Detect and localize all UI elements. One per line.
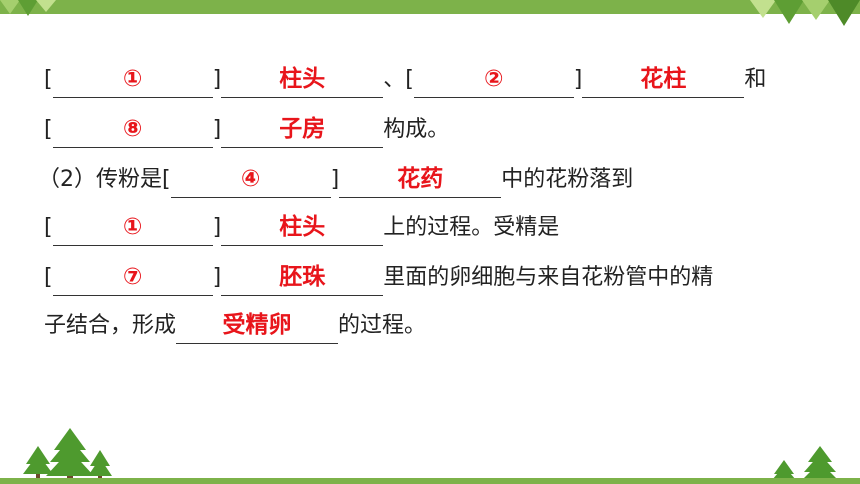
blank-answer-7[interactable]: 受精卵 [176, 312, 339, 344]
bracket-open: [ [405, 67, 414, 92]
line-5: [ ⑦] 胚珠 里面的卵细胞与来自花粉管中的精 [44, 260, 713, 296]
bracket-open: [ [44, 215, 53, 240]
triangle-pattern-right [750, 0, 860, 26]
answer-number-3: ⑧ [122, 116, 143, 142]
bracket-close: ] [212, 117, 222, 142]
top-banner [0, 0, 860, 14]
bracket-close: ] [212, 67, 222, 92]
bracket-open: [ [162, 167, 171, 192]
line-6: 子结合，形成 受精卵 的过程。 [44, 308, 426, 344]
blank-answer-3[interactable]: 子房 [221, 116, 384, 148]
answer-text-3: 子房 [279, 116, 326, 142]
tree-icon [772, 446, 838, 484]
blank-number-2[interactable]: ② [413, 66, 574, 98]
bracket-close: ] [212, 265, 222, 290]
bracket-close: ] [330, 167, 340, 192]
answer-text-7: 受精卵 [222, 312, 292, 338]
line-3: （2）传粉是[ ④] 花药 中的花粉落到 [38, 162, 633, 198]
blank-answer-6[interactable]: 胚珠 [221, 264, 384, 296]
answer-number-5: ① [122, 214, 143, 240]
blank-number-3[interactable]: ⑧ [52, 116, 213, 148]
answer-text-1: 柱头 [279, 66, 326, 92]
bracket-open: [ [44, 67, 53, 92]
line-5-suffix: 里面的卵细胞与来自花粉管中的精 [383, 265, 714, 290]
blank-number-6[interactable]: ⑦ [52, 264, 213, 296]
bracket-close: ] [212, 215, 222, 240]
blank-answer-1[interactable]: 柱头 [221, 66, 384, 98]
bracket-close: ] [573, 67, 583, 92]
text-composed: 构成。 [383, 117, 450, 142]
blank-answer-4[interactable]: 花药 [339, 166, 502, 198]
blank-answer-5[interactable]: 柱头 [221, 214, 384, 246]
line-3-suffix: 中的花粉落到 [501, 167, 634, 192]
blank-answer-2[interactable]: 花柱 [582, 66, 745, 98]
answer-number-1: ① [122, 66, 143, 92]
line-2: [ ⑧] 子房 构成。 [44, 112, 449, 148]
line-4-suffix: 上的过程。受精是 [383, 215, 560, 240]
bracket-open: [ [44, 265, 53, 290]
bracket-open: [ [44, 117, 53, 142]
answer-number-4: ④ [240, 166, 261, 192]
answer-text-6: 胚珠 [279, 264, 326, 290]
line-6-suffix: 的过程。 [338, 313, 427, 338]
line-4: [ ①] 柱头 上的过程。受精是 [44, 210, 559, 246]
separator-comma: 、 [383, 67, 406, 92]
blank-number-4[interactable]: ④ [170, 166, 331, 198]
answer-text-5: 柱头 [279, 214, 326, 240]
answer-text-2: 花柱 [640, 66, 687, 92]
question-2-prefix: （2）传粉是 [38, 167, 162, 192]
text-and: 和 [744, 67, 767, 92]
answer-text-4: 花药 [397, 166, 444, 192]
line-1: [①]柱头、[②]花柱和 [44, 62, 766, 98]
triangle-pattern-left [0, 0, 56, 16]
blank-number-1[interactable]: ① [52, 66, 213, 98]
tree-icon [23, 428, 112, 484]
answer-number-6: ⑦ [122, 264, 143, 290]
answer-number-2: ② [484, 66, 504, 92]
bottom-banner [0, 478, 860, 484]
blank-number-5[interactable]: ① [52, 214, 213, 246]
line-6-prefix: 子结合，形成 [44, 313, 177, 338]
